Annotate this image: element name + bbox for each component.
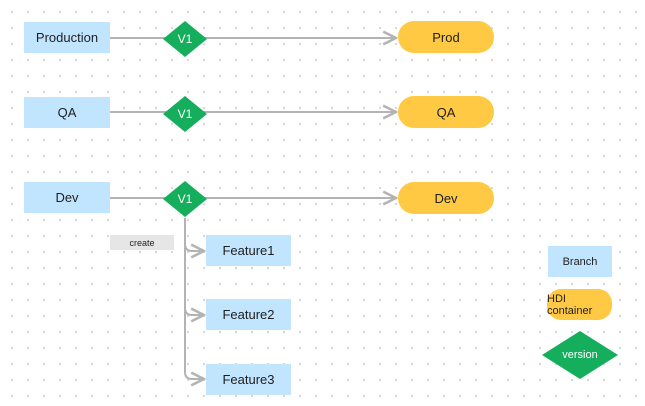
create-tag: create [110, 235, 174, 250]
branch-feature1[interactable]: Feature1 [206, 235, 291, 266]
hdi-container-dev[interactable]: Dev [398, 182, 494, 214]
branch-feature3[interactable]: Feature3 [206, 364, 291, 395]
version-diamond-qa[interactable] [163, 96, 207, 132]
branch-qa[interactable]: QA [24, 97, 110, 128]
legend-version-diamond[interactable] [542, 331, 618, 379]
branch-production[interactable]: Production [24, 22, 110, 53]
version-diamond-production[interactable] [163, 21, 207, 57]
legend-branch[interactable]: Branch [548, 246, 612, 277]
connector-feature2 [184, 218, 204, 315]
branch-feature2[interactable]: Feature2 [206, 299, 291, 330]
version-diamond-dev[interactable] [163, 181, 207, 217]
hdi-container-prod[interactable]: Prod [398, 21, 494, 53]
branch-dev[interactable]: Dev [24, 182, 110, 213]
legend-hdi-container[interactable]: HDI container [547, 289, 612, 320]
connector-feature1 [184, 218, 204, 251]
connector-feature3 [184, 218, 204, 379]
hdi-container-qa[interactable]: QA [398, 96, 494, 128]
